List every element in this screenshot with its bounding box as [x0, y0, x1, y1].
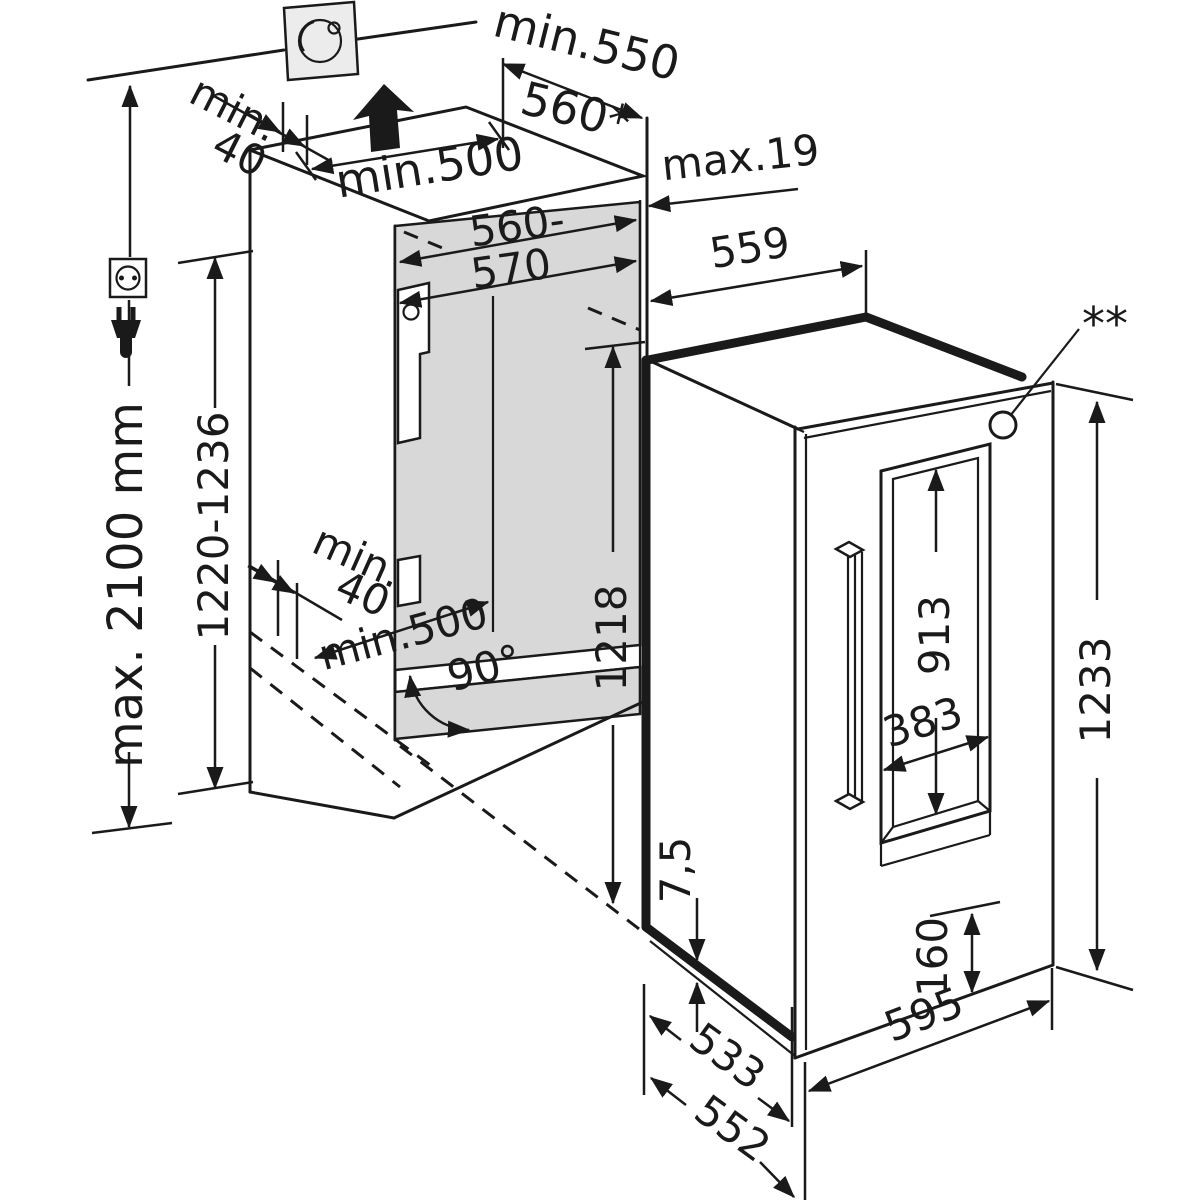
dim-niche-depth-min-label: min.550 — [489, 0, 686, 92]
dim-top-depth-label: 559 — [706, 217, 793, 278]
door-front-indicator-circle — [988, 410, 1018, 440]
dim-glass-bottom-offset-label: 160 — [908, 917, 957, 997]
dim-door-depth-label: 552 — [686, 1085, 780, 1172]
appliance-door — [793, 380, 1055, 1060]
bottom-gap-dimension: 7,5 — [651, 837, 706, 1032]
power-plug-icon — [111, 307, 141, 358]
power-socket-icon — [108, 257, 148, 299]
door-height-dimension: 1218 — [584, 340, 646, 905]
dim-appliance-height-label: 1233 — [1071, 637, 1120, 744]
appliance-width-dimension: 595 — [807, 968, 1054, 1093]
ceiling-height-dimension: max. 2100 mm — [91, 84, 173, 835]
niche-width-dimension: 560- 570 — [398, 195, 638, 308]
door-handle — [833, 540, 866, 811]
dim-furniture-front-label: max.19 — [659, 125, 822, 190]
dim-glass-height-label: 913 — [910, 595, 959, 675]
dim-niche-height-label: 1220-1236 — [189, 412, 238, 641]
ceiling-line — [86, 20, 478, 82]
dim-door-height-label: 1218 — [587, 585, 636, 692]
door-window — [879, 442, 992, 868]
niche-cabinet — [244, 105, 649, 820]
wall-outlet-plate-icon — [282, 0, 360, 82]
dim-appliance-width-label: 595 — [878, 977, 970, 1051]
dim-ceiling-height-label: max. 2100 mm — [98, 402, 154, 768]
dim-niche-width-line2: 570 — [468, 239, 554, 299]
dim-carcass-depth-label: 533 — [681, 1013, 775, 1100]
furniture-front-dimension: max.19 — [647, 125, 822, 213]
door-swing-dashed-line — [399, 744, 644, 934]
top-depth-dimension: 559 — [649, 217, 868, 316]
footnote-leader-line — [1009, 328, 1080, 417]
dim-vent-top-label: min.500 — [332, 126, 527, 209]
dim-niche-depth-alt-label: 560* — [516, 71, 637, 150]
dim-bottom-gap-label: 7,5 — [651, 837, 700, 904]
appliance: ** — [641, 297, 1128, 1060]
appliance-height-dimension: 1233 — [1055, 382, 1134, 992]
niche-height-dimension: 1220-1236 — [177, 249, 254, 796]
glass-bottom-offset-dimension: 160 — [908, 900, 1001, 997]
footnote-marker-label: ** — [1082, 297, 1128, 351]
glass-height-dimension: 913 — [910, 468, 959, 816]
